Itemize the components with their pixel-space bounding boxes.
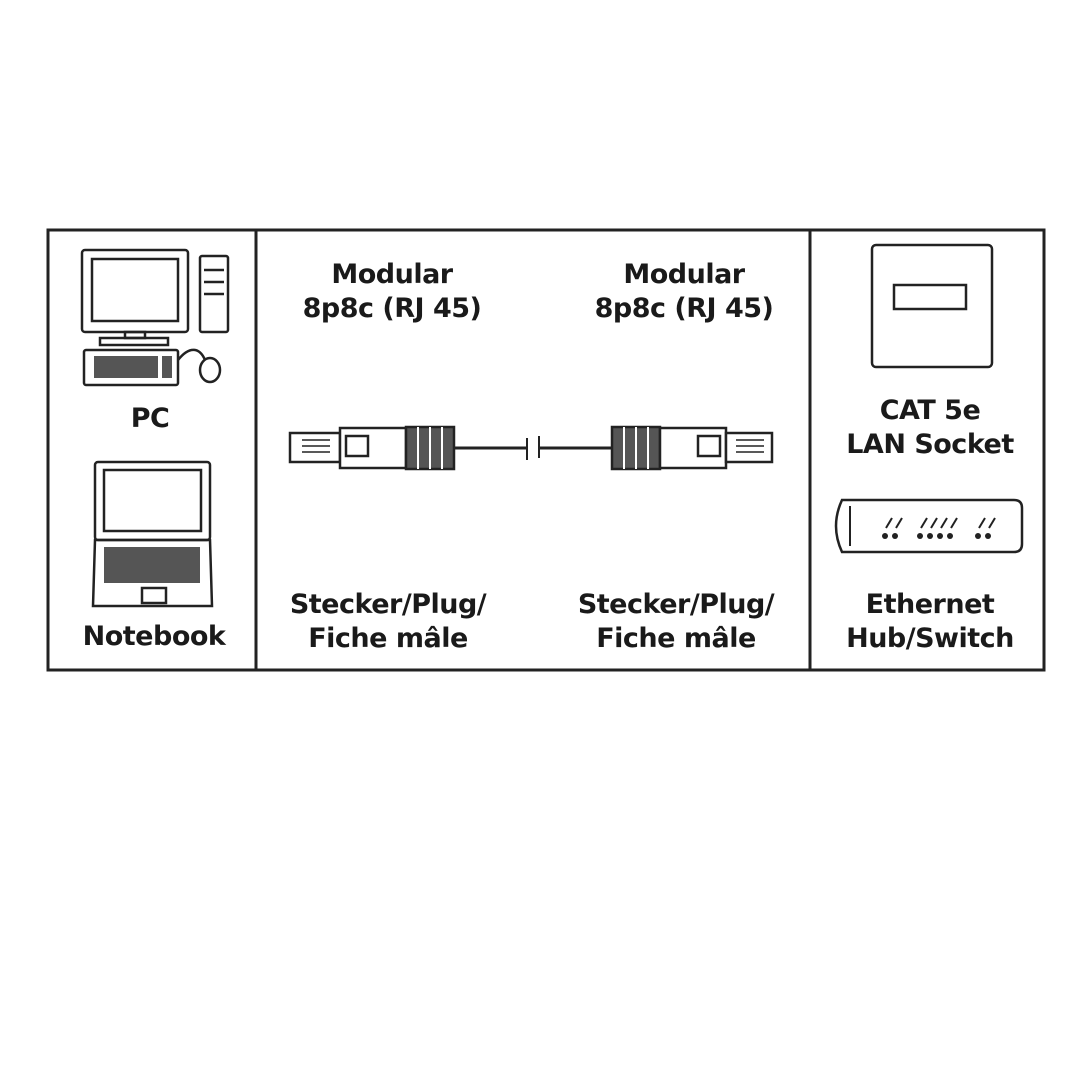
hub-label: Ethernet Hub/Switch [846,589,1014,654]
diagram-frame [46,228,1046,672]
right-connector-label: Modular 8p8c (RJ 45) [594,259,774,324]
lan-socket-label: CAT 5e LAN Socket [846,395,1014,460]
left-connector-label: Modular 8p8c (RJ 45) [302,259,482,324]
ethernet-hub-icon [834,498,1024,554]
cable-icon [454,436,612,460]
notebook-label: Notebook [82,621,226,652]
rj45-plug-icon [288,425,456,471]
pc-label: PC [130,403,170,434]
right-plug-label: Stecker/Plug/ Fiche mâle [577,589,775,654]
rj45-plug-icon [610,425,774,471]
lan-socket-icon [870,243,994,369]
desktop-pc-icon [80,248,230,387]
notebook-icon [91,460,214,608]
left-plug-label: Stecker/Plug/ Fiche mâle [289,589,487,654]
